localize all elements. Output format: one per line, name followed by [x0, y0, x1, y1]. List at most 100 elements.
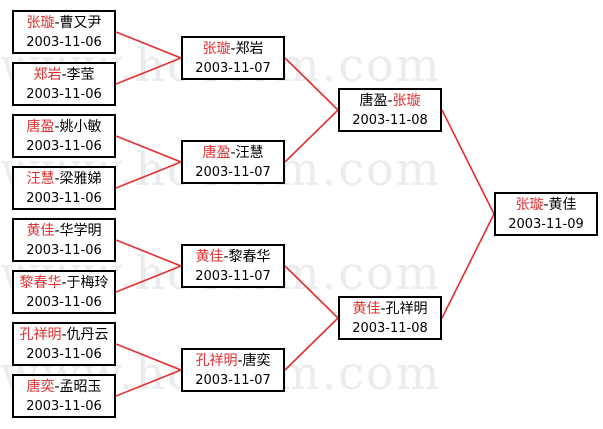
loser-name: 仇丹云	[66, 327, 109, 343]
match-players: 唐盈-姚小敏	[14, 119, 114, 135]
winner-name: 郑岩	[33, 67, 62, 83]
match-box-round-1: 唐奕-孟昭玉 2003-11-06	[12, 374, 116, 418]
name-separator: -	[230, 145, 236, 161]
winner-name: 张璇	[26, 15, 55, 31]
name-separator: -	[543, 197, 549, 213]
bracket-connector-line	[115, 31, 182, 59]
bracket-connector-line	[284, 109, 339, 163]
match-players: 黎春华-于梅玲	[14, 275, 114, 291]
loser-name: 华学明	[59, 223, 102, 239]
match-box-round-1: 黎春华-于梅玲 2003-11-06	[12, 270, 116, 314]
match-date: 2003-11-09	[508, 217, 584, 232]
match-box-round-2: 张璇-郑岩 2003-11-07	[181, 36, 285, 80]
bracket-connector-line	[115, 369, 182, 397]
bracket-connector-line	[441, 109, 495, 215]
loser-name: 汪慧	[235, 145, 264, 161]
match-date: 2003-11-07	[195, 61, 271, 76]
match-players: 黄佳-黎春华	[183, 249, 283, 265]
name-separator: -	[380, 301, 386, 317]
match-players: 汪慧-梁雅娣	[14, 171, 114, 187]
match-players: 唐盈-汪慧	[183, 145, 283, 161]
bracket-connector-line	[115, 343, 182, 371]
match-date: 2003-11-07	[195, 373, 271, 388]
match-box-round-1: 汪慧-梁雅娣 2003-11-06	[12, 166, 116, 210]
match-players: 孔祥明-仇丹云	[14, 327, 114, 343]
name-separator: -	[54, 223, 60, 239]
match-date: 2003-11-08	[352, 113, 428, 128]
name-separator: -	[54, 379, 60, 395]
loser-name: 李莹	[66, 67, 95, 83]
name-separator: -	[237, 353, 243, 369]
match-box-round-1: 张璇-曹又尹 2003-11-06	[12, 10, 116, 54]
winner-name: 黄佳	[195, 249, 224, 265]
name-separator: -	[54, 119, 60, 135]
loser-name: 郑岩	[235, 41, 264, 57]
name-separator: -	[61, 275, 67, 291]
winner-name: 唐盈	[26, 119, 55, 135]
winner-name: 黎春华	[19, 275, 62, 291]
match-players: 张璇-黄佳	[496, 197, 596, 213]
bracket-connector-line	[284, 57, 339, 111]
loser-name: 梁雅娣	[59, 171, 102, 187]
match-date: 2003-11-08	[352, 321, 428, 336]
bracket-connector-line	[115, 135, 182, 163]
match-box-round-1: 唐盈-姚小敏 2003-11-06	[12, 114, 116, 158]
bracket-connector-line	[441, 213, 495, 319]
loser-name: 曹又尹	[59, 15, 102, 31]
match-date: 2003-11-06	[26, 139, 102, 154]
loser-name: 唐盈	[359, 93, 388, 109]
winner-name: 张璇	[515, 197, 544, 213]
match-box-round-1: 郑岩-李莹 2003-11-06	[12, 62, 116, 106]
match-box-round-2: 黄佳-黎春华 2003-11-07	[181, 244, 285, 288]
loser-name: 于梅玲	[66, 275, 109, 291]
match-box-round-2: 孔祥明-唐奕 2003-11-07	[181, 348, 285, 392]
loser-name: 孟昭玉	[59, 379, 102, 395]
winner-name: 孔祥明	[195, 353, 238, 369]
match-date: 2003-11-06	[26, 295, 102, 310]
loser-name: 孔祥明	[385, 301, 428, 317]
loser-name: 黄佳	[548, 197, 577, 213]
match-players: 黄佳-华学明	[14, 223, 114, 239]
match-box-round-3: 唐盈-张璇 2003-11-08	[338, 88, 442, 132]
match-box-round-1: 孔祥明-仇丹云 2003-11-06	[12, 322, 116, 366]
loser-name: 唐奕	[242, 353, 271, 369]
match-date: 2003-11-06	[26, 87, 102, 102]
winner-name: 黄佳	[26, 223, 55, 239]
bracket-connector-line	[115, 161, 182, 189]
match-date: 2003-11-06	[26, 347, 102, 362]
winner-name: 唐奕	[26, 379, 55, 395]
match-date: 2003-11-06	[26, 35, 102, 50]
match-players: 张璇-郑岩	[183, 41, 283, 57]
bracket-connector-line	[115, 57, 182, 85]
match-players: 唐盈-张璇	[340, 93, 440, 109]
name-separator: -	[54, 171, 60, 187]
match-box-round-3: 黄佳-孔祥明 2003-11-08	[338, 296, 442, 340]
match-players: 张璇-曹又尹	[14, 15, 114, 31]
match-players: 唐奕-孟昭玉	[14, 379, 114, 395]
name-separator: -	[61, 327, 67, 343]
winner-name: 孔祥明	[19, 327, 62, 343]
name-separator: -	[223, 249, 229, 265]
match-players: 黄佳-孔祥明	[340, 301, 440, 317]
bracket-connector-line	[115, 239, 182, 267]
name-separator: -	[61, 67, 67, 83]
winner-name: 汪慧	[26, 171, 55, 187]
match-date: 2003-11-07	[195, 269, 271, 284]
bracket-connector-line	[115, 265, 182, 293]
bracket-connector-line	[284, 317, 339, 371]
match-date: 2003-11-07	[195, 165, 271, 180]
name-separator: -	[54, 15, 60, 31]
match-players: 孔祥明-唐奕	[183, 353, 283, 369]
bracket-connector-line	[284, 265, 339, 319]
winner-name: 黄佳	[352, 301, 381, 317]
winner-name: 唐盈	[202, 145, 231, 161]
match-date: 2003-11-06	[26, 191, 102, 206]
match-box-round-2: 唐盈-汪慧 2003-11-07	[181, 140, 285, 184]
match-box-round-4: 张璇-黄佳 2003-11-09	[494, 192, 598, 236]
name-separator: -	[230, 41, 236, 57]
match-players: 郑岩-李莹	[14, 67, 114, 83]
match-date: 2003-11-06	[26, 399, 102, 414]
winner-name: 张璇	[202, 41, 231, 57]
